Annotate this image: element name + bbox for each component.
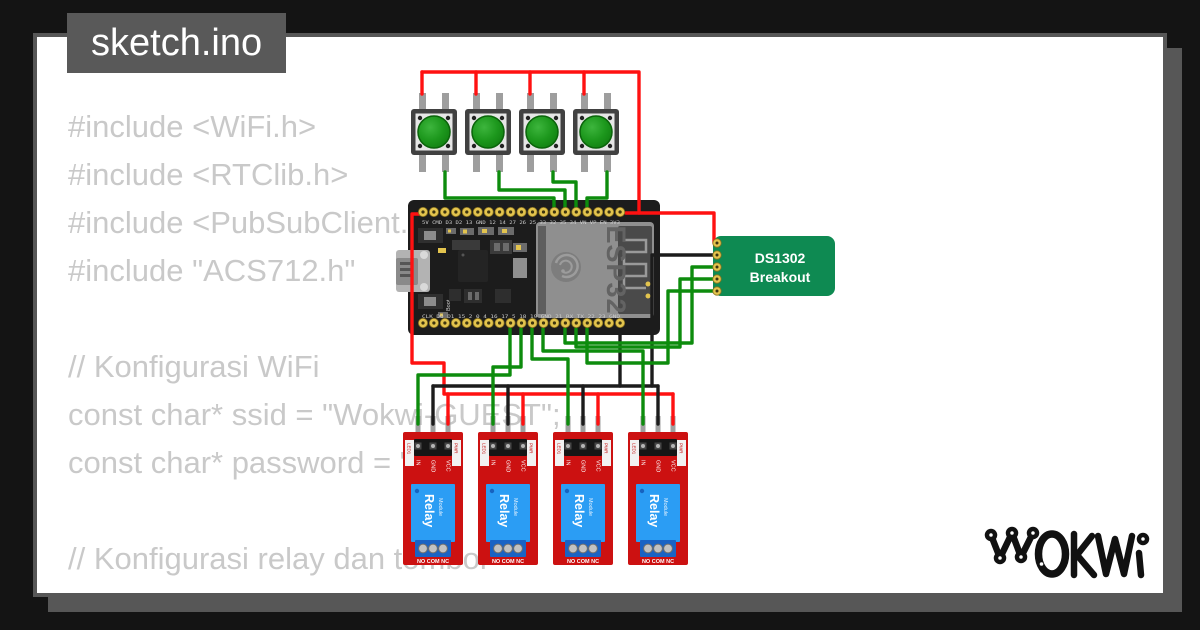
esp32-pin-labels: 5V CMD D3 D2 13 GND 12 14 27 26 25 33 32… [422, 220, 621, 320]
esp32-module: ESP32 [536, 222, 654, 318]
esp32-pin-hole [421, 321, 425, 325]
esp32-pin-hole [443, 321, 447, 325]
esp32-pin-hole [530, 210, 535, 214]
antenna-trace [622, 238, 648, 290]
boot-label: Boot [446, 299, 452, 311]
esp32-pin-hole [498, 321, 502, 325]
esp32-pin-hole [432, 210, 436, 214]
esp32-pin-hole [465, 210, 469, 214]
pushbutton-4[interactable] [572, 92, 620, 173]
esp32-pin-hole [454, 321, 458, 325]
esp32-pin-hole [465, 321, 469, 325]
esp32-pin-hole [530, 321, 535, 325]
esp32-bottom-pin-labels: CLK D0 D1 15 2 0 4 16 17 5 18 19 GND 21 … [422, 314, 621, 320]
esp32-pin-hole [552, 321, 557, 325]
esp32-pin-hole [596, 321, 600, 325]
code-line: #include <PubSubClient.h> [68, 205, 444, 240]
esp32-pin-hole [618, 321, 622, 325]
esp32-pin-hole [541, 210, 546, 214]
smd-components [438, 227, 527, 318]
power-wires-red [410, 70, 716, 426]
esp32-pin-hole [454, 210, 458, 214]
esp32-pin-hole [432, 321, 436, 325]
signal-wires-green [416, 170, 716, 426]
esp32-pin-hole [574, 210, 578, 214]
usb-serial-chip [458, 250, 488, 282]
ds1302-title: DS1302 [755, 250, 806, 266]
esp32-pin-hole [596, 210, 600, 214]
pushbutton-1[interactable] [410, 92, 458, 173]
esp32-pin-hole [574, 321, 578, 325]
esp32-pin-hole [476, 321, 480, 325]
code-line: #include <RTClib.h> [68, 157, 349, 192]
relay-module-1[interactable] [402, 415, 464, 566]
esp32-pin-hole [585, 321, 589, 325]
esp32-pin-headers [417, 206, 626, 328]
esp32-pin-hole [443, 210, 447, 214]
esp32-pin-hole [563, 321, 568, 325]
esp32-pin-hole [552, 210, 557, 214]
code-line: // Konfigurasi WiFi [68, 349, 320, 384]
esp32-pin-hole [607, 321, 611, 325]
relay-module-4[interactable] [627, 415, 689, 566]
esp32-pin-hole [487, 210, 491, 214]
esp32-board[interactable]: Boot [396, 200, 660, 335]
esp32-pin-hole [509, 210, 513, 214]
wokwi-logo: WOKWI [984, 526, 1150, 579]
esp32-pin-hole [509, 321, 513, 325]
esp32-pin-hole [585, 210, 589, 214]
ds1302-subtitle: Breakout [750, 269, 811, 285]
esp32-pin-hole [498, 210, 502, 214]
esp32-pin-hole [421, 210, 425, 214]
esp32-pin-hole [607, 210, 611, 214]
esp32-pin-hole [541, 321, 546, 325]
relay-module-3[interactable] [552, 415, 614, 566]
esp32-pin-hole [519, 321, 524, 325]
esp32-pin-hole [519, 210, 524, 214]
relay-module-2[interactable] [477, 415, 539, 566]
pushbutton-3[interactable] [518, 92, 566, 173]
esp32-top-pin-labels: 5V CMD D3 D2 13 GND 12 14 27 26 25 33 32… [422, 220, 621, 226]
espressif-logo [551, 252, 581, 282]
code-line: #include "ACS712.h" [68, 253, 356, 288]
esp32-chip-label: ESP32 [601, 225, 631, 314]
code-line: const char* password = ""; [68, 445, 431, 480]
code-line: const int relayPins [68, 583, 561, 593]
pushbutton-2[interactable] [464, 92, 512, 173]
esp32-pin-hole [618, 210, 622, 214]
esp32-pin-hole [487, 321, 491, 325]
esp32-pin-hole [563, 210, 568, 214]
ds1302-breakout[interactable]: DS1302 Breakout [713, 236, 835, 296]
code-line: #include <WiFi.h> [68, 109, 317, 144]
boot-button[interactable] [418, 294, 443, 309]
en-button[interactable] [418, 228, 443, 243]
sketch-filename-tab: sketch.ino [67, 13, 287, 73]
esp32-pin-hole [476, 210, 480, 214]
ds1302-pins [712, 238, 722, 296]
